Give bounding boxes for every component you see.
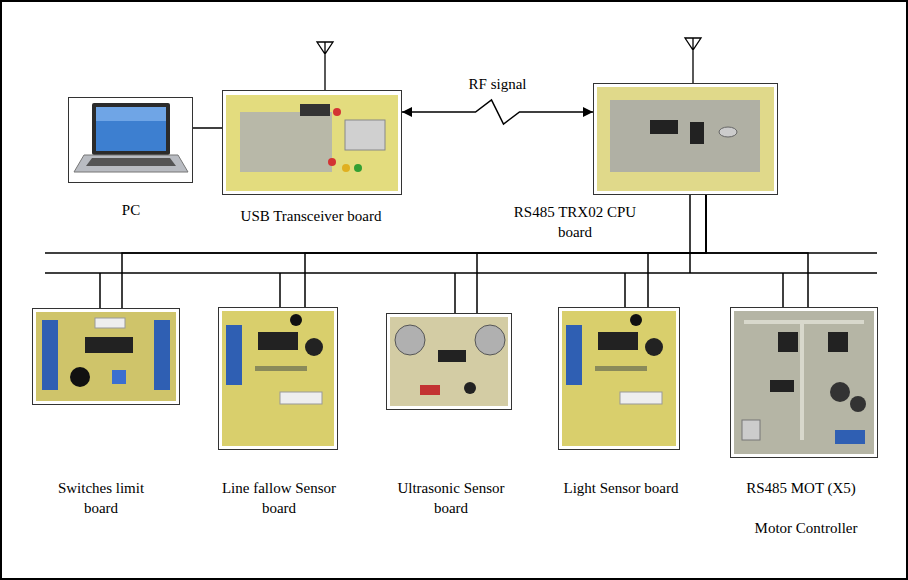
laptop-base [74,155,188,172]
ic-chip [770,380,794,392]
board-frame: Switches limit board [32,308,180,405]
terminal-block [566,325,582,385]
board-caption: Motor Controller [736,519,876,539]
copper-plane [610,100,760,172]
crystal [719,127,737,137]
resistor-row [595,366,647,371]
terminal-block [42,320,58,390]
capacitor [464,382,476,394]
pin-header [280,392,322,404]
ic-chip [258,332,298,350]
board-frame: RS485 TRX02 CPU board [593,83,778,195]
pin-header [620,392,662,404]
usb-connector [345,120,385,150]
resistor-row [255,366,307,371]
pcb [562,311,676,446]
ultrasonic-transducer [395,325,425,355]
bus-wire [122,195,706,308]
laptop-screen-glare [96,107,166,121]
capacitor [645,338,663,356]
mosfet [778,332,798,352]
copper-plane [240,112,332,172]
transistor [630,314,642,326]
rf-signal-arrow [402,100,593,124]
board-frame: PC [68,97,193,183]
board-caption: Light Sensor board [546,479,696,499]
ic-chip [650,120,678,134]
pcb [734,311,874,454]
pcb [226,95,398,191]
board-frame: Line fallow Sensor board [218,307,338,450]
bus-wire [477,195,706,313]
board-frame: RS485 MOT (X5)Motor Controller [730,307,878,458]
copper-trace [800,320,804,440]
ic-chip [85,337,133,353]
led [354,164,362,172]
board-caption: PC [101,201,161,221]
antenna-symbol [685,38,701,83]
ultrasonic-transducer [475,325,505,355]
board-frame: USB Transceiver board [222,90,402,195]
terminal-block [835,430,865,444]
board-caption: RS485 TRX02 CPU board [505,203,645,242]
board-frame: Light Sensor board [558,307,680,450]
bus-drop [279,273,281,307]
mosfet [828,332,848,352]
laptop-lid [92,103,170,155]
pin-header [300,104,330,116]
signal-label: RF signal [466,76,530,93]
pcb [222,311,334,446]
pin-header [95,318,125,328]
board-caption: Switches limit board [46,479,156,518]
capacitor [850,396,866,412]
bus-wire [193,127,222,129]
led [328,158,336,166]
board-caption: Ultrasonic Sensor board [389,479,514,518]
led [342,164,350,172]
bus-drop [782,273,784,307]
bus-drop [454,273,456,313]
board-caption: RS485 MOT (X5) [731,479,871,499]
pcb [390,317,508,406]
terminal-block [154,320,170,390]
capacitor [420,385,440,395]
led [333,108,341,116]
board-caption: USB Transceiver board [206,207,416,227]
capacitor [830,382,850,402]
transistor [290,314,302,326]
bus-line [45,272,877,274]
ic-chip [438,350,466,362]
board-frame: Ultrasonic Sensor board [386,313,512,410]
capacitor [305,338,323,356]
pcb [36,312,176,401]
laptop-keyboard [86,158,176,166]
pcb [597,87,774,191]
bus-drop [689,195,691,273]
bus-drop [624,273,626,307]
terminal-block [226,325,242,385]
connector [742,420,760,440]
bus-drop [99,273,101,308]
buzzer [70,367,90,387]
ic-chip [598,332,638,350]
board-caption: Line fallow Sensor board [212,479,347,518]
trimmer [112,370,126,384]
laptop-screen [96,107,166,151]
ic-chip [690,122,704,144]
bus-wire [706,195,808,307]
bus-wire [648,195,706,307]
antenna-symbol [317,42,333,90]
